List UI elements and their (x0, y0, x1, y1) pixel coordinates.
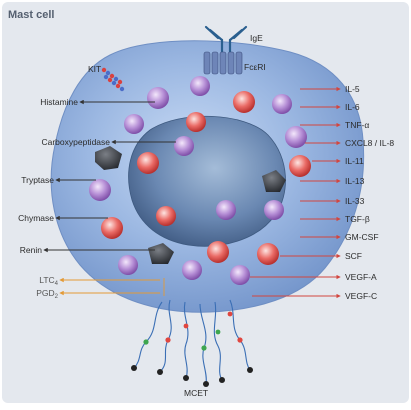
kit-label: KIT (88, 64, 102, 74)
kit-receptor-icon (101, 67, 125, 92)
purple-granule (174, 136, 194, 156)
right-mediator-label: GM-CSF (345, 232, 379, 242)
purple-granule (216, 200, 236, 220)
left-mediator-label: Renin (19, 245, 42, 255)
red-granule (207, 241, 229, 263)
right-mediator-label: SCF (345, 251, 362, 261)
left-mediator-label: Chymase (18, 213, 54, 223)
dark-granule (262, 170, 286, 192)
right-mediator-label: IL-33 (345, 196, 365, 206)
ltc4-label: LTC4 (39, 275, 58, 287)
right-arrows (250, 86, 341, 299)
purple-granule (182, 260, 202, 280)
purple-granule (230, 265, 250, 285)
red-granule (137, 152, 159, 174)
red-granule (233, 91, 255, 113)
left-mediator-label: Histamine (40, 97, 78, 107)
fceri-label: FcεRI (244, 62, 266, 72)
purple-granule (285, 126, 307, 148)
right-mediator-label: IL-5 (345, 84, 360, 94)
fceri-receptor-icon (203, 51, 243, 75)
mcet-beads (131, 311, 253, 387)
ige-label: IgE (250, 33, 263, 43)
pgd2-label: PGD2 (36, 288, 58, 300)
left-mediator-label: Carboxypeptidase (41, 137, 110, 147)
right-mediator-label: IL-11 (345, 156, 364, 166)
purple-granule (124, 114, 144, 134)
red-granule (289, 155, 311, 177)
purple-granule (272, 94, 292, 114)
right-mediator-label: CXCL8 / IL-8 (345, 138, 395, 148)
mcet-label: MCET (184, 388, 209, 398)
right-mediator-label: IL-13 (345, 176, 365, 186)
purple-granule (264, 200, 284, 220)
right-mediator-label: VEGF-C (345, 291, 378, 301)
right-mediator-label: TGF-β (345, 214, 370, 224)
granules (89, 76, 311, 285)
purple-granule (118, 255, 138, 275)
purple-granule (147, 87, 169, 109)
purple-granule (89, 179, 111, 201)
purple-granule (190, 76, 210, 96)
lipid-arrows (59, 277, 165, 296)
diagram-title: Mast cell (8, 9, 55, 21)
dark-granule (95, 146, 122, 170)
red-granule (156, 206, 176, 226)
dark-granule (148, 243, 174, 264)
right-mediator-label: IL-6 (345, 102, 360, 112)
red-granule (101, 217, 123, 239)
nucleus (128, 115, 286, 247)
red-granule (257, 243, 279, 265)
ige-antibody-icon (204, 25, 248, 54)
left-mediator-label: Tryptase (21, 175, 54, 185)
left-arrows (43, 99, 176, 253)
red-granule (186, 112, 206, 132)
right-mediator-label: TNF-α (345, 120, 370, 130)
right-mediator-label: VEGF-A (345, 272, 377, 282)
